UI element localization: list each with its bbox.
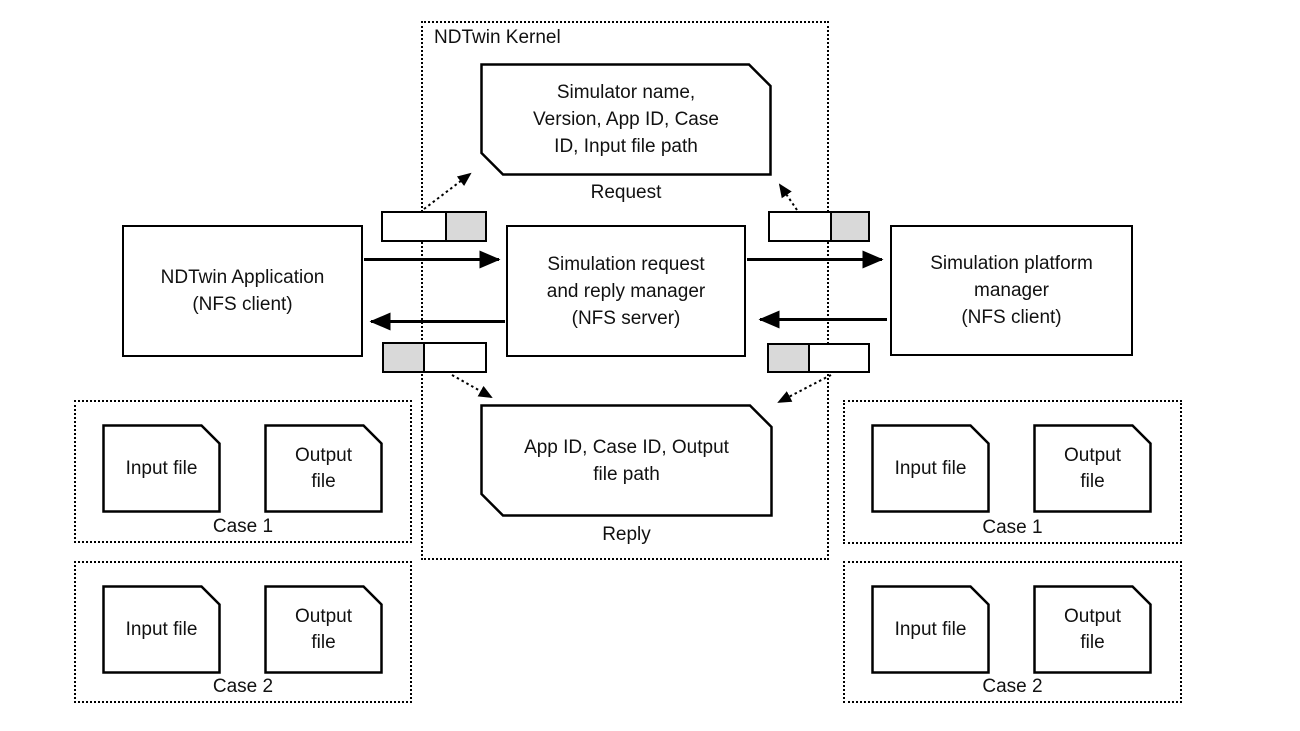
buffer-filled-cell xyxy=(384,344,426,371)
reply-note-text: App ID, Case ID, Output file path xyxy=(480,404,773,517)
buffer-empty-cell xyxy=(425,344,485,371)
file-label: Output file xyxy=(1033,424,1152,513)
file-label-text: Output file xyxy=(1063,444,1122,492)
node-platform-line-2: manager xyxy=(974,280,1049,301)
request-note-text: Simulator name, Version, App ID, Case ID… xyxy=(480,63,772,176)
request-caption: Request xyxy=(590,182,662,203)
output-file-shape: Output file xyxy=(264,424,383,513)
file-label-text: Input file xyxy=(125,457,198,479)
snip-corner-shape-icon xyxy=(480,404,773,517)
buffer-filled-cell xyxy=(831,213,868,240)
node-manager-line-1: Simulation request xyxy=(547,253,705,275)
ndtwin-kernel-boundary xyxy=(421,21,829,560)
request-line-3: ID, Input file path xyxy=(554,136,698,157)
node-app-line-1: NDTwin Application xyxy=(160,267,325,288)
node-app-line-2: (NFS client) xyxy=(192,294,293,315)
case-box-left-2: Input file Output file Case 2 xyxy=(74,561,412,703)
file-label-text: Output file xyxy=(1063,605,1122,653)
input-file-shape: Input file xyxy=(871,424,990,513)
kernel-title: NDTwin Kernel xyxy=(434,27,561,48)
case-label: Case 1 xyxy=(212,516,274,537)
file-label-text: Input file xyxy=(894,618,967,640)
input-file-shape: Input file xyxy=(102,585,221,674)
reply-buffer-left-icon xyxy=(382,342,487,373)
node-platform-line-3: (NFS client) xyxy=(961,307,1062,328)
request-buffer-right-icon xyxy=(768,211,870,242)
document-icon xyxy=(264,424,383,513)
output-file-shape: Output file xyxy=(264,585,383,674)
node-simulation-platform-manager: Simulation platform manager (NFS client) xyxy=(890,225,1133,356)
reply-line-1: App ID, Case ID, Output xyxy=(524,436,729,458)
file-label: Input file xyxy=(871,424,990,513)
node-manager-line-3: (NFS server) xyxy=(571,307,681,329)
node-platform-line-1: Simulation platform xyxy=(930,253,1093,274)
node-ndtwin-application: NDTwin Application (NFS client) xyxy=(122,225,363,357)
reply-buffer-right-icon xyxy=(767,343,870,373)
buffer-filled-cell xyxy=(769,345,810,371)
file-label: Output file xyxy=(264,585,383,674)
input-file-shape: Input file xyxy=(871,585,990,674)
file-label: Output file xyxy=(1033,585,1152,674)
document-icon xyxy=(871,585,990,674)
file-label-text: Input file xyxy=(894,457,967,479)
buffer-empty-cell xyxy=(770,213,832,240)
snip-corner-shape-icon xyxy=(480,63,772,176)
input-file-shape: Input file xyxy=(102,424,221,513)
document-icon xyxy=(102,424,221,513)
reply-line-2: file path xyxy=(593,463,660,485)
reply-caption: Reply xyxy=(602,524,651,545)
buffer-filled-cell xyxy=(447,213,485,240)
output-file-shape: Output file xyxy=(1033,585,1152,674)
buffer-empty-cell xyxy=(809,345,868,371)
document-icon xyxy=(871,424,990,513)
request-message-shape: Simulator name, Version, App ID, Case ID… xyxy=(480,63,772,176)
document-icon xyxy=(1033,585,1152,674)
file-label-text: Output file xyxy=(294,605,353,653)
buffer-empty-cell xyxy=(383,213,448,240)
request-buffer-left-icon xyxy=(381,211,487,242)
case-box-left-1: Input file Output file Case 1 xyxy=(74,400,412,543)
document-icon xyxy=(102,585,221,674)
document-icon xyxy=(1033,424,1152,513)
node-request-reply-manager: Simulation request and reply manager (NF… xyxy=(506,225,746,357)
request-line-2: Version, App ID, Case xyxy=(533,109,719,130)
file-label: Input file xyxy=(102,424,221,513)
case-label: Case 2 xyxy=(982,676,1043,697)
reply-message-shape: App ID, Case ID, Output file path xyxy=(480,404,773,517)
file-label: Input file xyxy=(871,585,990,674)
case-label: Case 1 xyxy=(982,517,1043,538)
case-box-right-1: Input file Output file Case 1 xyxy=(843,400,1182,544)
output-file-shape: Output file xyxy=(1033,424,1152,513)
case-label: Case 2 xyxy=(212,676,274,697)
node-manager-line-2: and reply manager xyxy=(546,280,706,302)
file-label: Output file xyxy=(264,424,383,513)
file-label-text: Input file xyxy=(125,618,198,640)
request-line-1: Simulator name, xyxy=(556,82,696,103)
file-label: Input file xyxy=(102,585,221,674)
document-icon xyxy=(264,585,383,674)
file-label-text: Output file xyxy=(294,444,353,492)
case-box-right-2: Input file Output file Case 2 xyxy=(843,561,1182,703)
